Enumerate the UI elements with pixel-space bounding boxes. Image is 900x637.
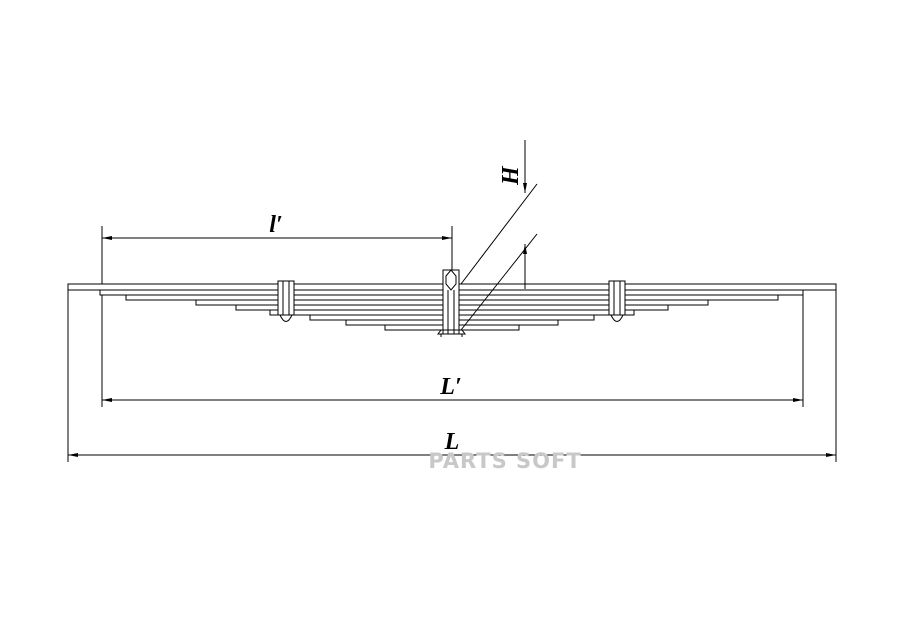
big-l-dimension: L [67, 290, 837, 462]
bolt-head [445, 269, 457, 291]
right-rebound-clip [608, 280, 626, 322]
center-bolt [437, 269, 466, 337]
small-l-label: l′ [269, 212, 282, 238]
big-l-label: L [444, 429, 460, 455]
small-l-dimension: l′ [101, 212, 453, 284]
h-label: H [498, 165, 524, 186]
big-l-prime-label: L′ [439, 374, 461, 400]
left-rebound-clip [277, 280, 295, 322]
big-l-prime-dimension: L′ [101, 295, 804, 407]
watermark: PARTS SOFT [428, 449, 581, 473]
h-dimension: H [460, 140, 538, 331]
